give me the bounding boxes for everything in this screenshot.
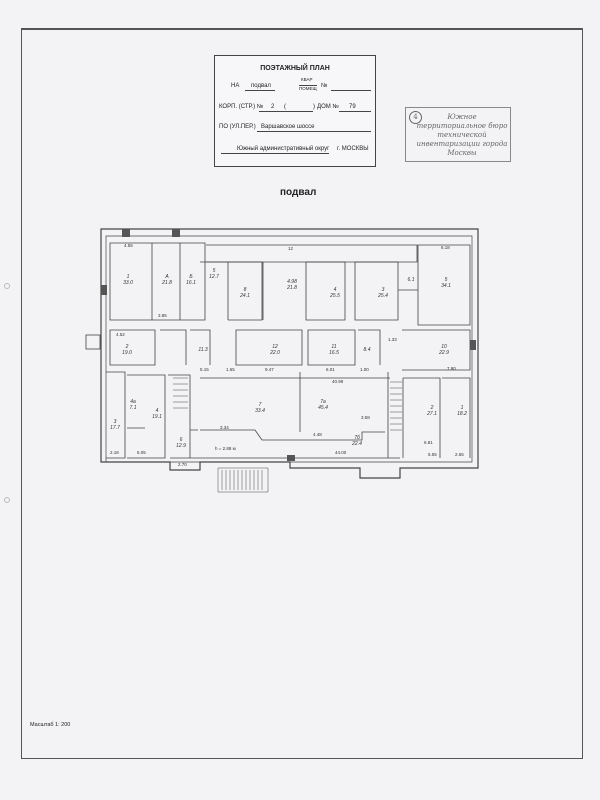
entrance-vestibule	[85, 334, 101, 350]
dimension-label: 4.48	[313, 432, 322, 437]
city-label: г. МОСКВЫ	[337, 146, 369, 152]
korp-value: 2	[271, 104, 275, 110]
room-label: 7а 45.4	[318, 399, 328, 411]
dimension-label: 5.15	[200, 367, 209, 372]
dimension-label: 4.52	[116, 332, 125, 337]
scale-note: Масштаб 1: 200	[30, 722, 71, 728]
rooms-bottom	[106, 371, 471, 459]
room-label: Б 16.1	[186, 274, 196, 286]
street-label: ПО (УЛ.ПЕР.)	[219, 124, 256, 130]
title-heading: ПОЭТАЖНЫЙ ПЛАН	[260, 65, 330, 72]
room-label: 1 18.2	[457, 405, 467, 417]
na-label: НА	[231, 83, 240, 89]
dimension-label: 3.85	[158, 313, 167, 318]
room-label: 10 22.9	[439, 344, 449, 356]
corridor-wall	[206, 244, 418, 263]
room-label: 4 25.5	[330, 287, 340, 299]
floor-title: подвал	[280, 187, 317, 198]
room-label: А 21.8	[162, 274, 172, 286]
room-label: 3 17.7	[110, 419, 120, 431]
dimension-label: 5.05	[137, 450, 146, 455]
dom-label: ДОМ №	[317, 104, 339, 110]
na-value: подвал	[251, 83, 271, 89]
room-label: 8 24.1	[240, 287, 250, 299]
paren-open: (	[284, 104, 286, 110]
room-label: 8.4	[363, 347, 371, 353]
kvar-label: КВАР	[301, 77, 313, 82]
room-label: 7б 22.4	[352, 435, 362, 447]
room-label: 11.3	[198, 347, 208, 353]
room-label: 2 27.1	[427, 405, 437, 417]
hatched-columns	[101, 229, 476, 461]
street-value: Варшавское шоссе	[261, 124, 315, 130]
rooms-mid	[109, 329, 471, 371]
room-label: 6.1	[407, 277, 415, 283]
rooms-top	[109, 242, 471, 326]
dimension-label: 44.00	[335, 450, 347, 455]
bti-stamp: 4 Южное территориальное бюро технической…	[405, 107, 511, 162]
stamp-text: Южное территориальное бюро технической и…	[416, 113, 508, 157]
paren-close: )	[313, 104, 315, 110]
title-block: ПОЭТАЖНЫЙ ПЛАН НА подвал КВАР ПОМЕЩ № КО…	[214, 55, 376, 167]
dimension-label: 6.18	[441, 245, 450, 250]
dimension-label: 9.47	[265, 367, 274, 372]
dimension-label: 2.55	[455, 452, 464, 457]
dimension-label: 1.00	[360, 367, 369, 372]
binder-hole	[4, 497, 10, 503]
dimension-label: 2.70	[178, 462, 187, 467]
room-label: 11 16.5	[329, 344, 339, 356]
dimension-label: 5.55	[428, 452, 437, 457]
room-label: 3 25.4	[378, 287, 388, 299]
staircases	[173, 377, 402, 493]
room-label: 2 19.0	[122, 344, 132, 356]
room-label: 7 33.4	[255, 402, 265, 414]
room-label: 5 34.1	[441, 277, 451, 289]
dimension-label: 6.01	[326, 367, 335, 372]
binder-hole	[4, 283, 10, 289]
dimension-label: 1.33	[388, 337, 397, 342]
dimension-label: 6.81	[424, 440, 433, 445]
room-label: 6 12.9	[176, 437, 186, 449]
inner-outline	[105, 235, 473, 463]
korp-label: КОРП. (СТР.) №	[219, 104, 264, 110]
dimension-label: 12	[288, 246, 294, 251]
number-label: №	[321, 83, 328, 89]
room-label: 5 12.7	[209, 268, 219, 280]
dom-value: 79	[349, 104, 356, 110]
room-label: 4.98 21.8	[287, 279, 297, 291]
dimension-label: 2.18	[110, 450, 119, 455]
dimension-label: 4.55	[124, 243, 133, 248]
room-label: 4 19.1	[152, 408, 162, 420]
drawing-frame	[21, 28, 583, 759]
district-value: Южный административный округ	[237, 146, 330, 152]
outer-wall	[100, 228, 479, 479]
dimension-label: 7.90	[447, 366, 456, 371]
stamp-number: 4	[409, 111, 422, 124]
room-label: 12 22.0	[270, 344, 280, 356]
dimension-label: 3.34	[220, 425, 229, 430]
dimension-label: 1.65	[226, 367, 235, 372]
room-label: 1 33.0	[123, 274, 133, 286]
dimension-label: 3.58	[361, 415, 370, 420]
dimension-label: 40.99	[332, 379, 344, 384]
pomeshch-label: ПОМЕЩ	[299, 85, 317, 91]
room-label: 4а 7.1	[129, 399, 137, 411]
ceiling-height: h = 2.88 м	[215, 446, 236, 451]
